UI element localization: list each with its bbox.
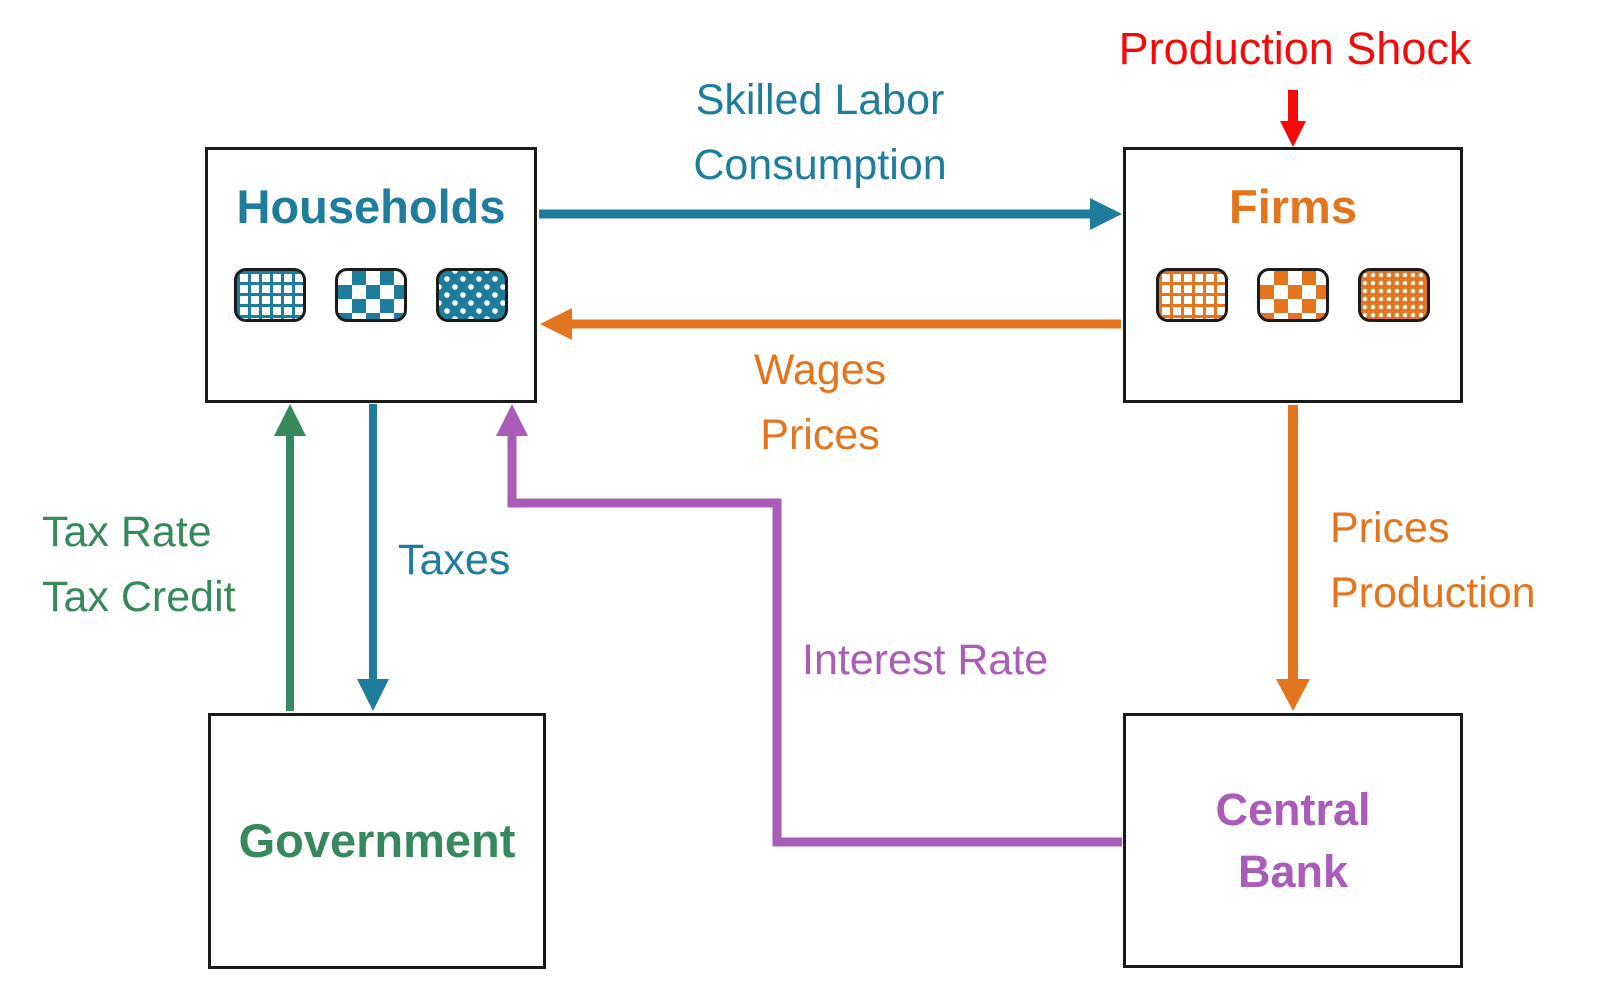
wages-prices-label-line2: Prices: [760, 411, 880, 459]
checker-pattern-icon: [1257, 268, 1329, 322]
checker-pattern-icon: [335, 268, 407, 322]
interest-rate-label: Interest Rate: [802, 636, 1049, 684]
interest-rate-arrow: [496, 404, 1122, 847]
grid-pattern-icon: [1156, 268, 1228, 322]
central-bank-title-line1: Central: [1215, 783, 1371, 835]
node-firms: Firms: [1123, 147, 1463, 403]
prices-production-label-line2: Production: [1330, 569, 1536, 617]
wages-prices-arrow: [540, 308, 1121, 340]
node-government: Government: [208, 713, 546, 969]
consumption-arrow: [539, 198, 1122, 230]
taxes-label: Taxes: [398, 536, 511, 584]
node-central-bank: Central Bank: [1123, 713, 1463, 968]
firms-agent-swatches: [1126, 268, 1460, 322]
taxes-arrow: [357, 404, 389, 711]
households-title: Households: [236, 180, 506, 233]
central-bank-title-line2: Bank: [1237, 845, 1349, 897]
prices-production-label-line1: Prices: [1330, 504, 1450, 552]
consumption-label-line2: Consumption: [693, 141, 947, 189]
households-agent-swatches: [208, 268, 534, 322]
tax-rate-credit-label: Tax Rate Tax Credit: [42, 500, 236, 630]
government-title: Government: [238, 813, 516, 867]
firms-title: Firms: [1229, 180, 1357, 233]
prices-production-label: Prices Production: [1330, 496, 1536, 626]
consumption-label-line1: Skilled Labor: [695, 76, 945, 124]
wages-prices-label-line1: Wages: [753, 346, 887, 394]
fine-dot-pattern-icon: [1358, 268, 1430, 322]
node-households: Households: [205, 147, 537, 403]
wages-prices-label: Wages Prices: [537, 338, 1103, 468]
consumption-label: Skilled Labor Consumption: [537, 68, 1103, 198]
polka-dot-pattern-icon: [436, 268, 508, 322]
tax-rate-credit-label-line1: Tax Rate: [42, 508, 212, 556]
grid-pattern-icon: [234, 268, 306, 322]
tax-rate-credit-label-line2: Tax Credit: [42, 573, 236, 621]
production-shock-label: Production Shock: [1118, 23, 1472, 74]
prices-production-arrow: [1276, 405, 1310, 711]
production-shock-arrow: [1280, 90, 1306, 147]
tax-rate-arrow: [274, 404, 306, 711]
